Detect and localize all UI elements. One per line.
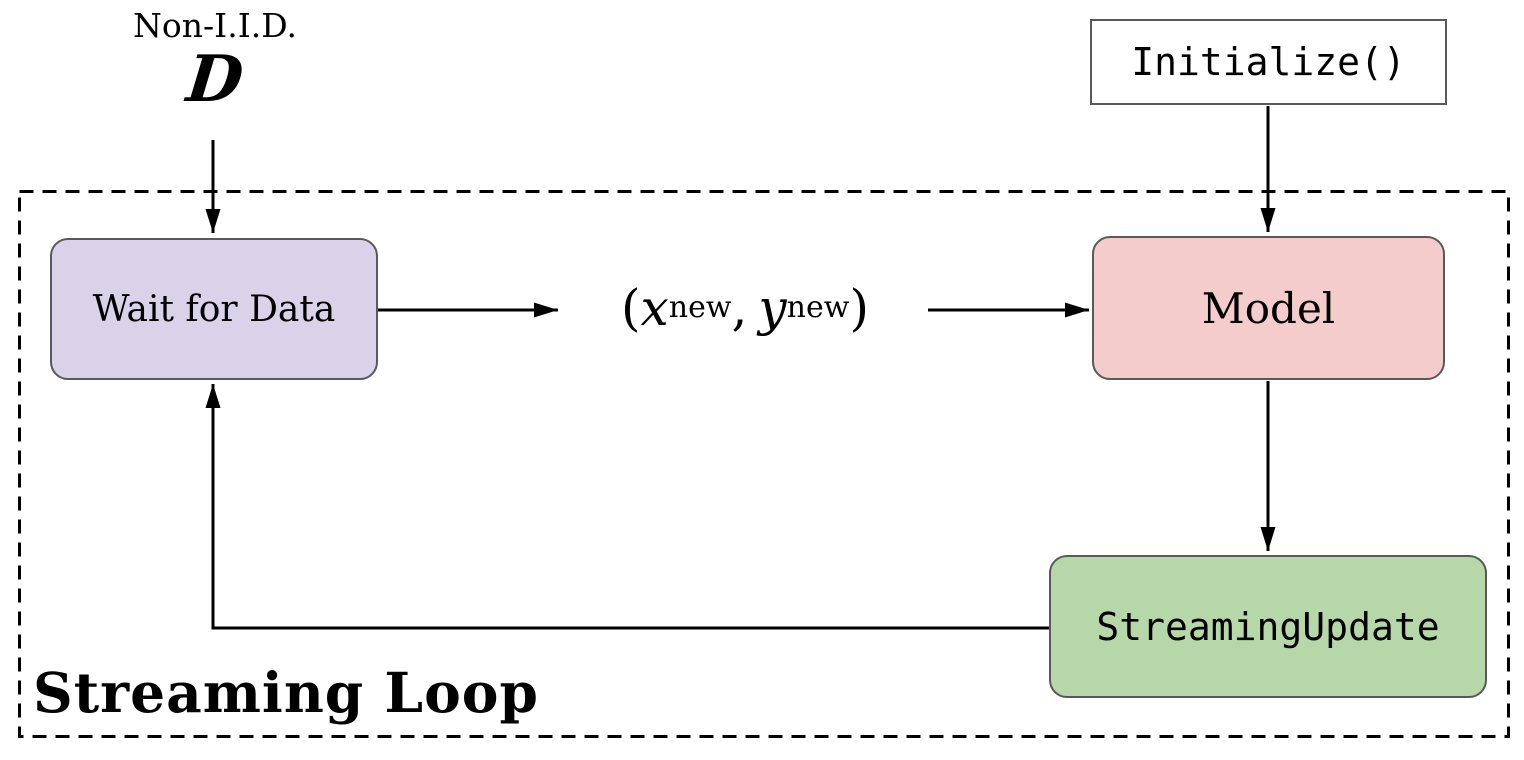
initialize-box: Initialize() <box>1090 19 1447 105</box>
open-paren: ( <box>621 279 641 337</box>
x-variable: x <box>640 279 669 337</box>
arrow-streamingupdate-to-wait <box>205 384 1049 630</box>
y-variable: y <box>758 279 787 337</box>
non-iid-label: Non-I.I.D. <box>133 6 297 45</box>
streaming-loop-title: Streaming Loop <box>33 660 539 725</box>
streaming-update-label: StreamingUpdate <box>1096 604 1440 649</box>
dataset-symbol: D <box>183 42 247 117</box>
initialize-box-label: Initialize() <box>1131 40 1406 84</box>
wait-for-data-box: Wait for Data <box>50 238 378 380</box>
model-box-label: Model <box>1201 283 1336 333</box>
streaming-update-box: StreamingUpdate <box>1049 555 1487 698</box>
close-paren: ) <box>849 279 869 337</box>
comma: , <box>731 279 748 337</box>
wait-for-data-label: Wait for Data <box>92 288 336 330</box>
model-box: Model <box>1092 236 1445 380</box>
